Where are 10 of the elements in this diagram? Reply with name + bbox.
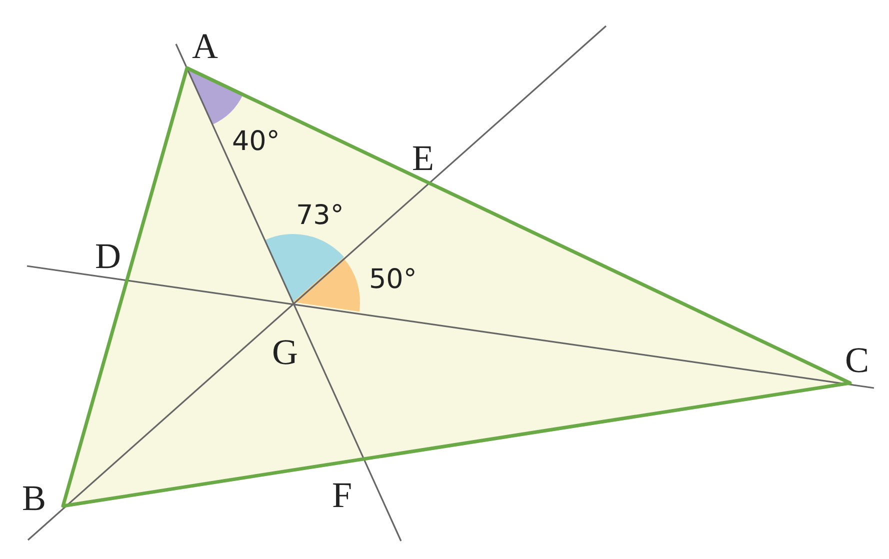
point-label: C	[845, 342, 870, 378]
point-label: F	[332, 477, 352, 513]
point-label: B	[22, 480, 46, 516]
angle-label: 50°	[369, 266, 417, 293]
angle-label: 73°	[296, 202, 344, 229]
point-label: E	[412, 140, 434, 176]
point-label: G	[272, 334, 298, 370]
point-label: A	[192, 28, 218, 64]
angle-label: 40°	[232, 128, 280, 155]
point-label: D	[95, 238, 121, 274]
